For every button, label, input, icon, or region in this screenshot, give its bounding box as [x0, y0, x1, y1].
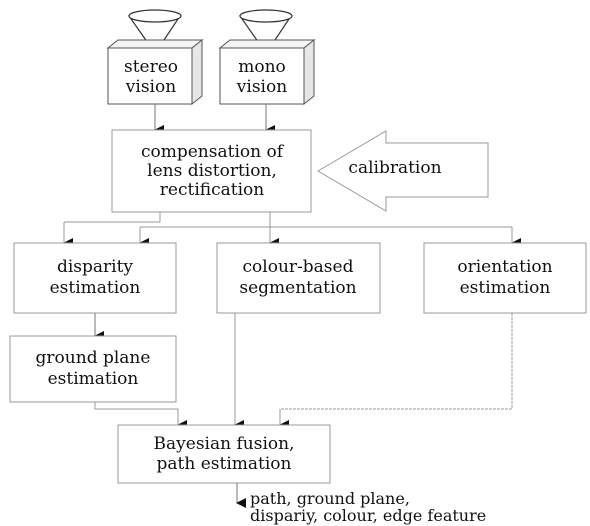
mono-camera-label-line1: mono: [238, 57, 286, 77]
calibration-label: calibration: [348, 158, 441, 178]
output-label-line1: path, ground plane,: [250, 489, 410, 508]
stereo-camera-label-line1: stereo: [124, 57, 178, 77]
orientation-box: [423, 242, 587, 314]
fusion-box: [117, 424, 331, 484]
distribution-connectors: [64, 212, 512, 240]
compensation-label-line1: compensation of: [141, 142, 285, 162]
disparity-label-line2: estimation: [50, 278, 141, 298]
ground-plane-label-line1: ground plane: [36, 348, 151, 368]
orientation-label-line2: estimation: [460, 278, 551, 298]
disparity-box: [13, 242, 177, 314]
disparity-label-line1: disparity: [57, 257, 133, 277]
fusion-label-line1: Bayesian fusion,: [154, 434, 295, 454]
colour-segmentation-label-line2: segmentation: [239, 278, 356, 298]
stereo-camera-label-line2: vision: [125, 77, 176, 97]
ground-plane-box: [9, 335, 177, 403]
fusion-label-line2: path estimation: [157, 454, 292, 474]
compensation-label-line3: rectification: [160, 180, 264, 200]
mono-camera-label-line2: vision: [236, 77, 287, 97]
colour-segmentation-box: [216, 242, 381, 314]
ground-plane-label-line2: estimation: [48, 369, 139, 389]
compensation-label-line2: lens distortion,: [147, 161, 277, 181]
output-label-line2: dispariy, colour, edge feature: [250, 506, 486, 525]
stereo-camera-icon: [106, 9, 204, 106]
compensation-box: [111, 129, 312, 213]
orientation-label-line1: orientation: [457, 257, 552, 277]
mono-camera-icon: [218, 9, 316, 106]
colour-segmentation-label-line1: colour-based: [243, 257, 354, 277]
fusion-connectors: [94, 313, 513, 410]
calibration-arrow-shape: [317, 130, 489, 212]
